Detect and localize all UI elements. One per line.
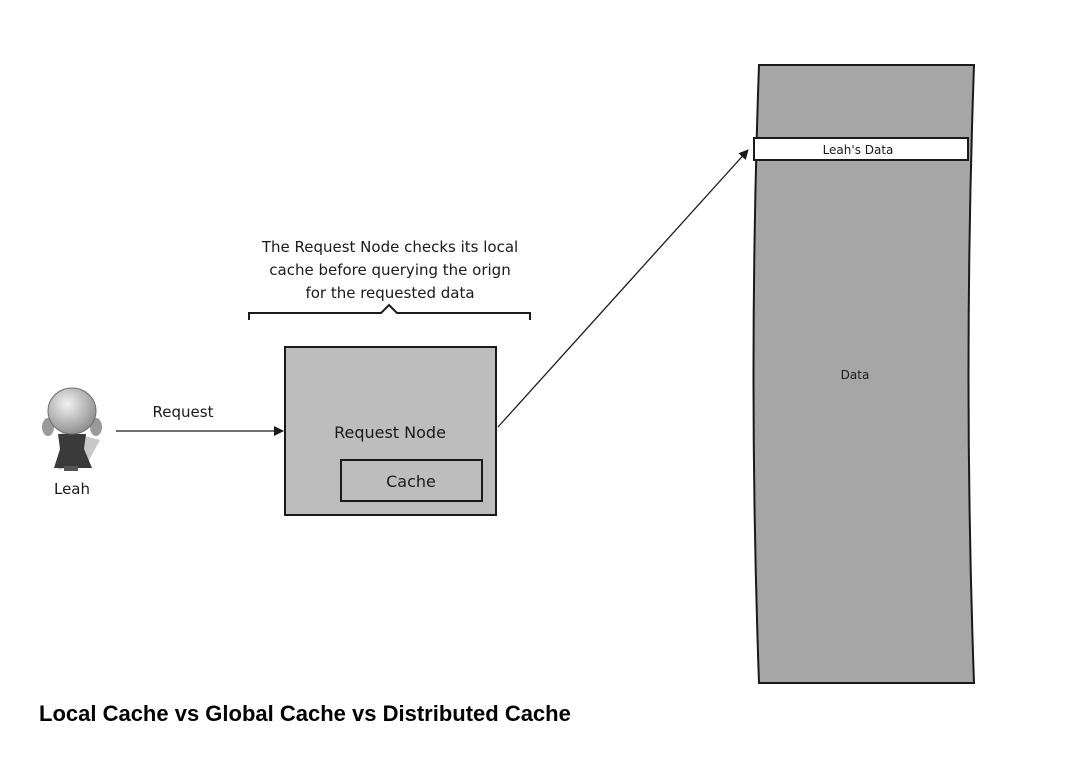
page-caption: Local Cache vs Global Cache vs Distribut… (39, 701, 571, 726)
annotation: The Request Node checks its local cache … (248, 238, 531, 320)
leahs-data-record (753, 137, 969, 161)
user-body (54, 434, 92, 468)
user-name: Leah (54, 480, 90, 498)
cache-label: Cache (386, 472, 436, 491)
annotation-brace (248, 303, 531, 320)
cache-box (340, 459, 483, 502)
origin-data-store: Leah's Data Data (752, 64, 976, 684)
request-node: Request Node Cache (284, 346, 497, 516)
request-arrow-label: Request (153, 403, 214, 421)
annotation-line-2: cache before querying the orign (269, 261, 510, 279)
user-head (47, 387, 97, 435)
user-leg (64, 466, 78, 471)
origin-column (752, 64, 976, 684)
request-node-label: Request Node (334, 423, 446, 442)
query-origin-arrow (497, 149, 749, 428)
annotation-line-3: for the requested data (305, 284, 474, 302)
annotation-line-1: The Request Node checks its local (261, 238, 518, 256)
user-figure: Leah (42, 387, 102, 498)
data-label: Data (841, 368, 870, 382)
leahs-data-label: Leah's Data (823, 143, 894, 157)
